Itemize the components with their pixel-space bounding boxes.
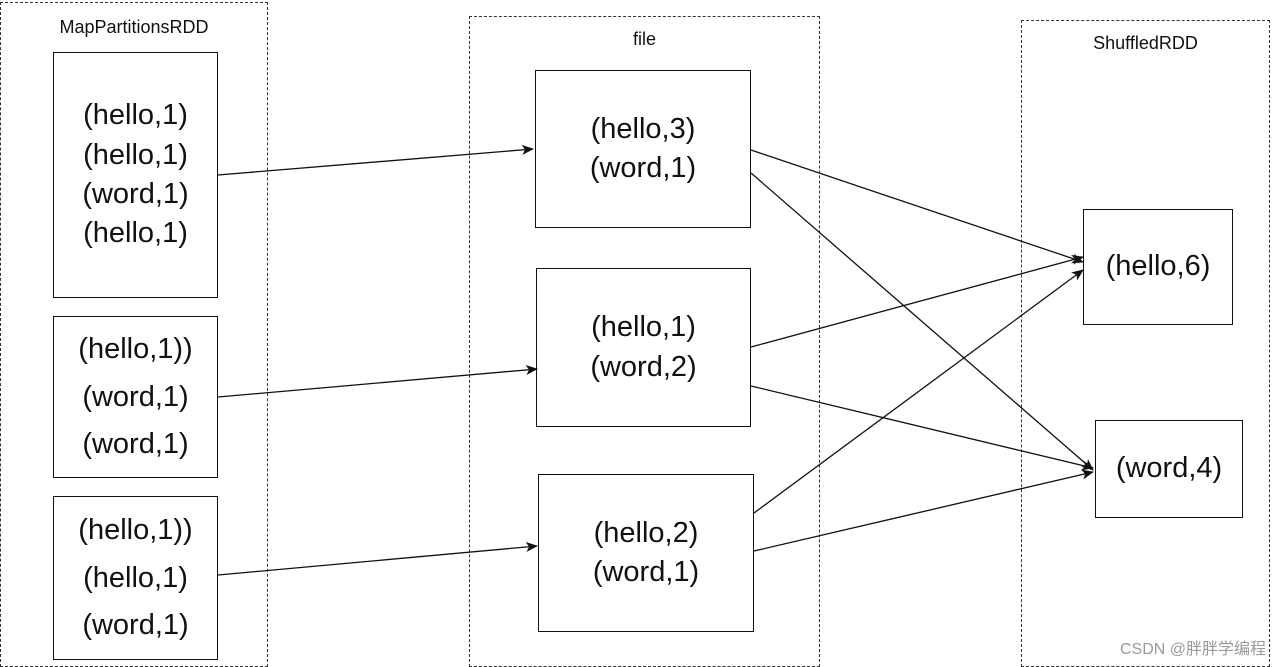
record-text: (hello,1) xyxy=(83,561,188,594)
record-text: (word,1) xyxy=(82,380,189,413)
record-text: (hello,1)) xyxy=(78,333,193,366)
file-box-2: (hello,1) (word,2) xyxy=(536,268,751,427)
record-text: (word,1) xyxy=(82,427,189,460)
group-title-shuffled-rdd: ShuffledRDD xyxy=(1093,33,1198,53)
shuffled-box-hello: (hello,6) xyxy=(1083,209,1233,325)
record-text: (hello,3) xyxy=(590,112,696,145)
record-text: (word,2) xyxy=(590,350,697,383)
record-text: (word,1) xyxy=(82,609,189,642)
group-title-file: file xyxy=(632,29,656,49)
record-text: (hello,1) xyxy=(83,138,188,171)
record-text: (word,4) xyxy=(1115,452,1223,485)
record-text: (hello,6) xyxy=(1105,250,1211,283)
record-text: (word,1) xyxy=(592,556,700,588)
group-shuffled-rdd: ShuffledRDD xyxy=(1021,20,1270,667)
record-text: (hello,1) xyxy=(83,99,188,132)
record-text: (word,1) xyxy=(589,152,697,184)
map-partition-box-1: (hello,1) (hello,1) (word,1) (hello,1) xyxy=(53,52,218,298)
map-partition-box-3: (hello,1)) (hello,1) (word,1) xyxy=(53,496,218,660)
record-text: (hello,1)) xyxy=(78,513,193,546)
shuffled-box-word: (word,4) xyxy=(1095,420,1243,518)
record-text: (hello,2) xyxy=(593,516,699,549)
group-title-map-partitions-rdd: MapPartitionsRDD xyxy=(59,17,209,37)
record-text: (hello,1) xyxy=(83,217,188,250)
record-text: (hello,1) xyxy=(591,311,696,344)
file-box-3: (hello,2) (word,1) xyxy=(538,474,754,632)
map-partition-box-2: (hello,1)) (word,1) (word,1) xyxy=(53,316,218,478)
record-text: (word,1) xyxy=(82,178,189,210)
watermark-text: CSDN @胖胖学编程 xyxy=(1119,641,1266,658)
file-box-1: (hello,3) (word,1) xyxy=(535,70,751,228)
